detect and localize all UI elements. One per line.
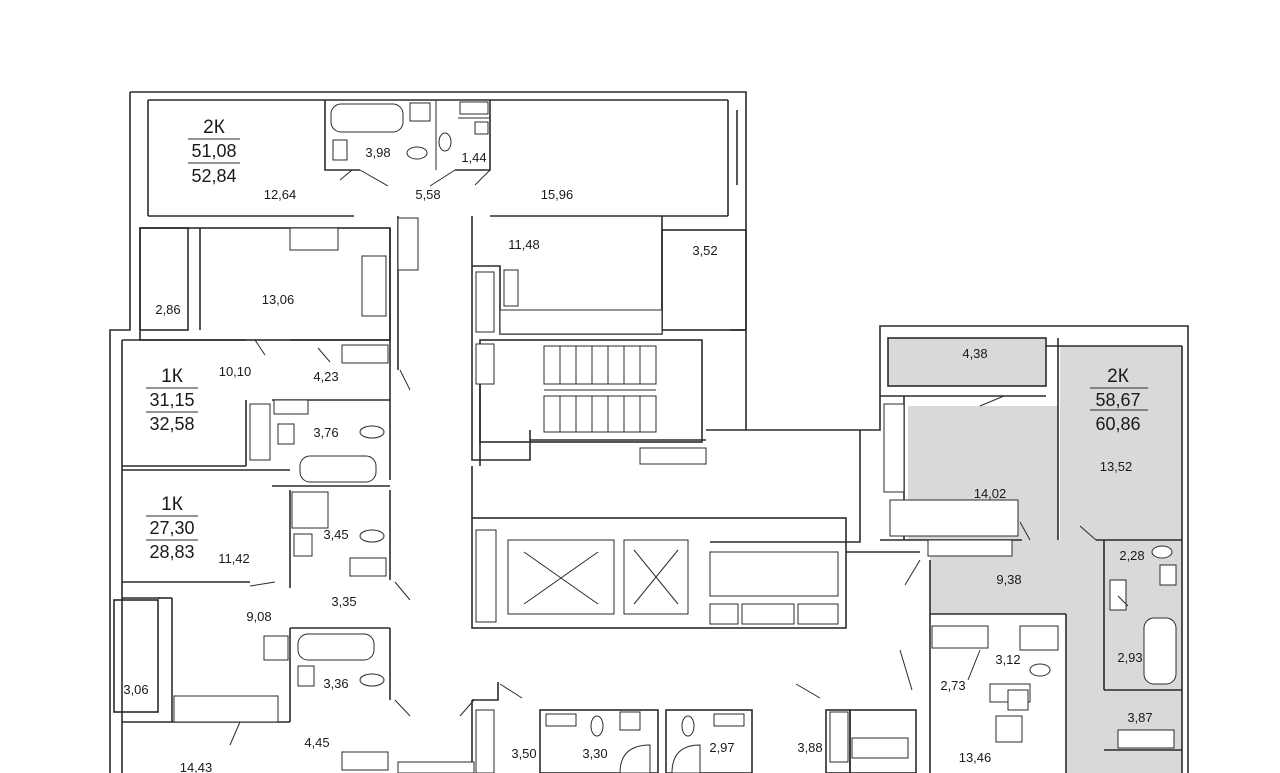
apartment-type: 1К [161,494,183,515]
room-area: 3,98 [365,145,390,160]
room-area: 13,52 [1100,459,1133,474]
apartment-living-area: 58,67 [1095,390,1140,410]
apartment-living-area: 31,15 [149,390,194,410]
apartments-right [860,325,1189,773]
apartment-type: 2К [1107,366,1129,387]
room-area: 13,06 [262,292,295,307]
room-area-labels: 3,98 1,44 12,64 5,58 15,96 11,48 3,52 2,… [123,145,1152,773]
room-area: 3,87 [1127,710,1152,725]
room-area: 10,10 [219,364,252,379]
apartment-total-area: 60,86 [1095,414,1140,434]
room-area: 3,45 [323,527,348,542]
room-area: 3,06 [123,682,148,697]
room-area: 9,38 [996,572,1021,587]
room-area: 3,36 [323,676,348,691]
room-area: 3,52 [692,243,717,258]
room-area: 12,64 [264,187,297,202]
room-area: 9,08 [246,609,271,624]
apartment-2k-top [129,91,747,355]
apartment-living-area: 51,08 [191,141,236,161]
room-area: 3,50 [511,746,536,761]
room-area: 13,46 [959,750,992,765]
room-area: 2,86 [155,302,180,317]
room-area: 3,88 [797,740,822,755]
room-area: 2,73 [940,678,965,693]
room-area: 1,44 [461,150,486,165]
room-area: 2,28 [1119,548,1144,563]
room-area: 15,96 [541,187,574,202]
room-area: 3,35 [331,594,356,609]
room-area: 4,45 [304,735,329,750]
building-core [471,266,920,773]
apartment-type: 2К [203,117,225,138]
apartment-center-top [471,216,747,385]
apartments-left [109,216,419,773]
apartment-label-1k-upper: 1К 31,15 32,58 [146,366,198,434]
room-area: 11,42 [218,551,250,566]
room-area: 2,93 [1117,650,1142,665]
apartment-total-area: 32,58 [149,414,194,434]
room-area: 3,30 [582,746,607,761]
apartment-label-2k-right: 2К 58,67 60,86 [1090,366,1148,434]
room-area: 4,38 [962,346,987,361]
apartments-bottom [341,683,1029,773]
apartment-type: 1К [161,366,183,387]
apartment-total-area: 28,83 [149,542,194,562]
room-area: 11,48 [508,237,540,252]
stairs [543,345,657,433]
apartment-label-2k-top: 2К 51,08 52,84 [188,117,240,186]
apartment-living-area: 27,30 [149,518,194,538]
apartment-label-1k-lower: 1К 27,30 28,83 [146,494,198,562]
room-area: 14,02 [974,486,1007,501]
room-area: 2,97 [709,740,734,755]
room-area: 4,23 [313,369,338,384]
apartment-total-area: 52,84 [191,166,236,186]
room-area: 5,58 [415,187,440,202]
room-area: 14,43 [180,760,213,773]
room-area: 3,76 [313,425,338,440]
elevators [507,539,689,615]
room-area: 3,12 [995,652,1020,667]
